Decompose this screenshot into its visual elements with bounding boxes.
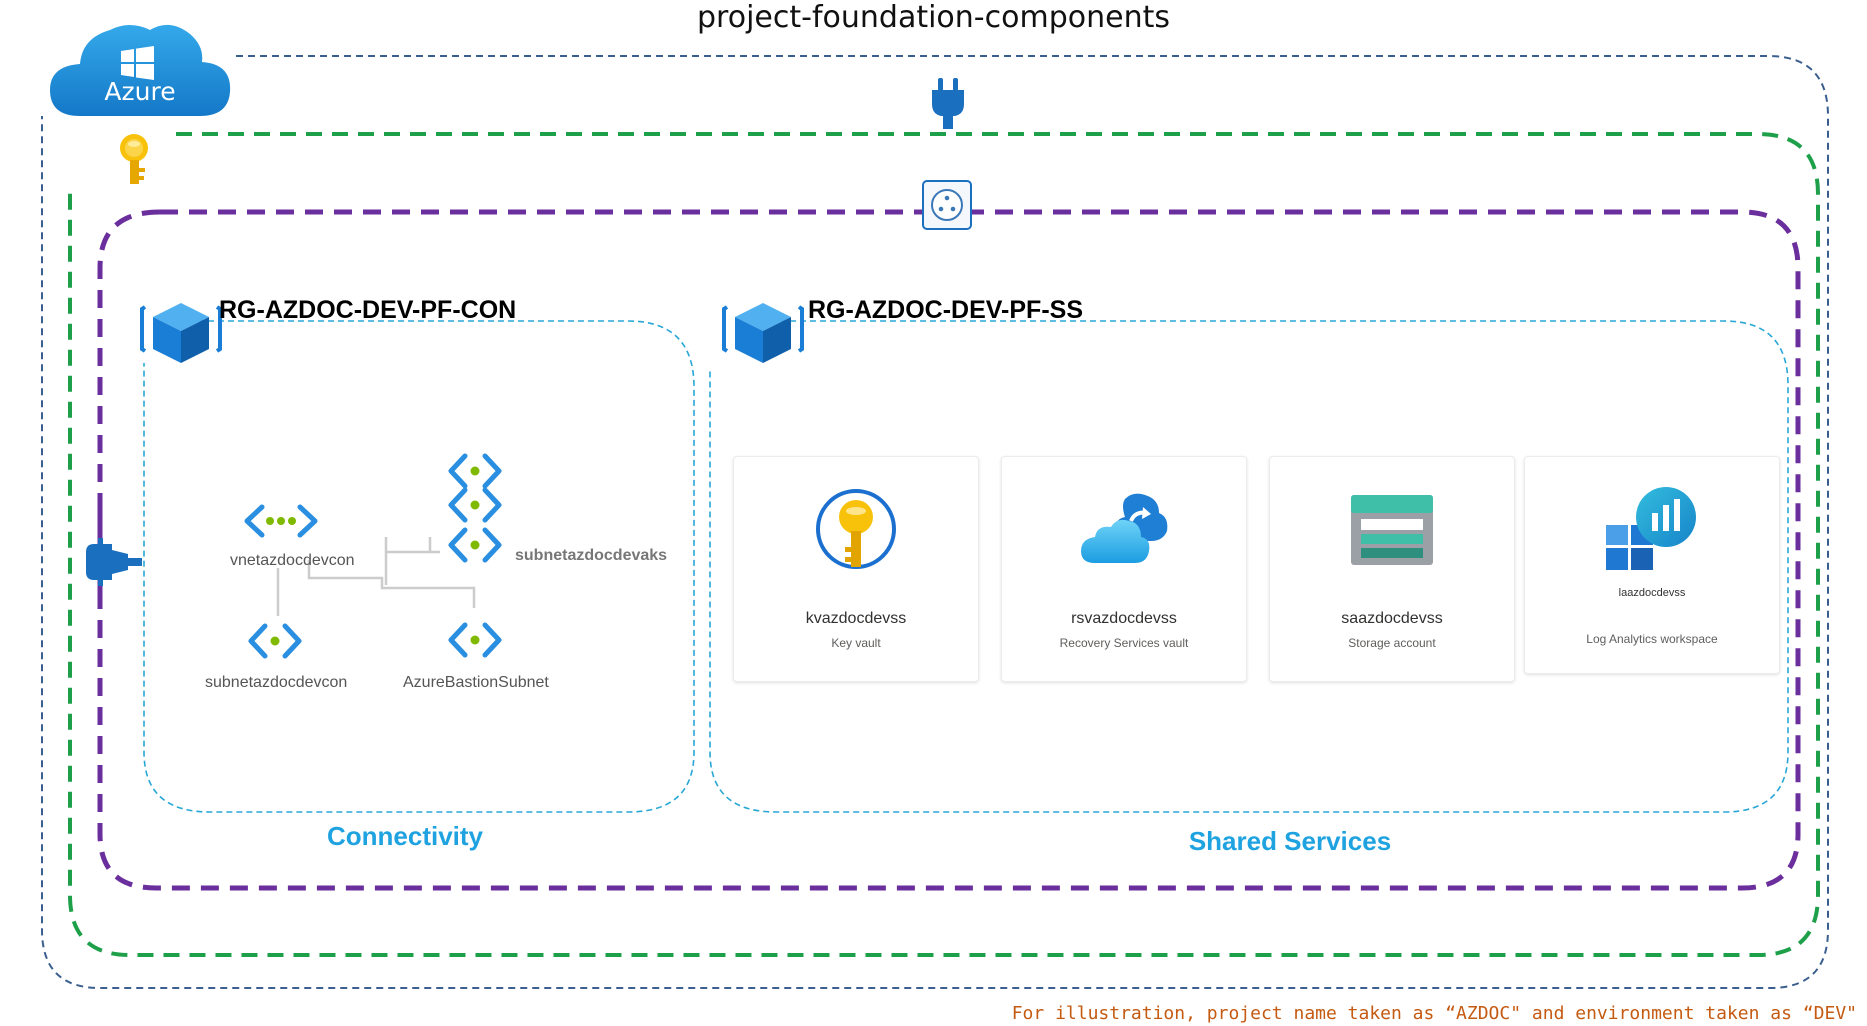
rg-ss-boundary: [709, 320, 1789, 813]
subnet-aks-label: subnetazdocdevaks: [515, 547, 668, 564]
resource-type: Log Analytics workspace: [1586, 632, 1718, 646]
resource-card-log-analytics[interactable]: laazdocdevss Log Analytics workspace: [1524, 456, 1780, 674]
diagram-title: project-foundation-components: [697, 0, 1170, 35]
shared-services-label: Shared Services: [1188, 826, 1392, 856]
resource-card-key-vault[interactable]: kvazdocdevss Key vault: [733, 456, 979, 682]
azure-cloud-icon: [50, 24, 231, 116]
subnet-icon-bastion: [451, 625, 499, 655]
resource-type: Storage account: [1348, 636, 1436, 650]
outer-boundary: [41, 55, 1829, 989]
subnet-icon-aks-1: [451, 456, 499, 486]
power-socket-icon: [922, 180, 972, 230]
resource-name: kvazdocdevss: [805, 610, 907, 627]
subnet-icon-aks-3: [451, 530, 499, 560]
plug-icon-top: [932, 78, 964, 129]
purple-boundary: [97, 209, 1801, 891]
resource-card-recovery-vault[interactable]: rsvazdocdevss Recovery Services vault: [1001, 456, 1247, 682]
resource-group-icon-con: [140, 301, 222, 365]
plug-icon-left: [86, 538, 142, 586]
key-icon: [120, 134, 148, 184]
key-vault-icon: [816, 489, 896, 569]
windows-logo-icon: [121, 46, 154, 80]
footnote: For illustration, project name taken as …: [1011, 1003, 1857, 1024]
resource-name: rsvazdocdevss: [1071, 610, 1177, 627]
resource-name: saazdocdevss: [1341, 610, 1443, 627]
connectivity-label: Connectivity: [326, 821, 484, 851]
log-analytics-workspace-icon: [1606, 487, 1696, 570]
resource-type: Recovery Services vault: [1059, 636, 1189, 650]
subnet-bastion-label: AzureBastionSubnet: [403, 674, 549, 691]
subnet-con-label: subnetazdocdevcon: [205, 674, 348, 691]
vnet-icon: [244, 504, 318, 538]
azure-label: Azure: [104, 77, 176, 106]
resource-card-storage-account[interactable]: saazdocdevss Storage account: [1269, 456, 1515, 682]
green-boundary: [68, 132, 1820, 957]
resource-name: laazdocdevss: [1618, 587, 1686, 599]
rg-con-title: RG-AZDOC-DEV-PF-CON: [219, 296, 517, 324]
resource-group-icon-ss: [722, 301, 804, 365]
resource-type: Key vault: [831, 636, 881, 650]
network-connectors: [276, 537, 476, 616]
subnet-icon-con: [251, 626, 299, 656]
storage-account-icon: [1351, 495, 1433, 565]
rg-con-boundary: [143, 320, 695, 813]
vnet-label: vnetazdocdevcon: [230, 552, 355, 569]
recovery-services-vault-icon: [1081, 493, 1168, 563]
subnet-icon-aks-2: [451, 490, 499, 520]
rg-ss-title: RG-AZDOC-DEV-PF-SS: [808, 296, 1083, 324]
